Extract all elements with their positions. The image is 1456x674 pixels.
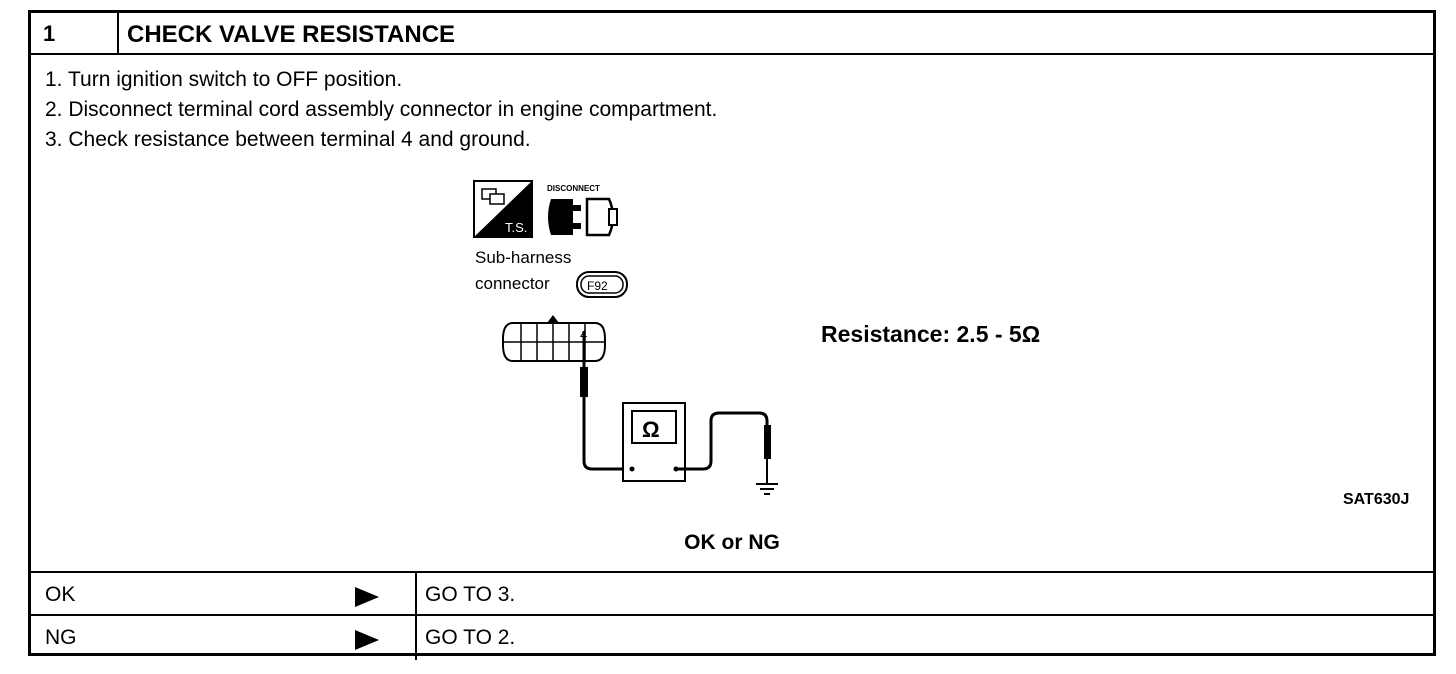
- connector-code: F92: [587, 279, 608, 293]
- connector-caption-line2: connector: [475, 274, 550, 293]
- ts-icon-label: T.S.: [505, 220, 527, 235]
- arrow-right-icon: [355, 630, 379, 650]
- step-title: CHECK VALVE RESISTANCE: [127, 21, 456, 48]
- figure-id: SAT630J: [1343, 491, 1410, 508]
- instruction-item: 1. Turn ignition switch to OFF position.: [45, 68, 403, 91]
- result-label: OK: [45, 583, 76, 606]
- result-action: GO TO 3.: [425, 583, 516, 606]
- step-number: 1: [31, 13, 119, 53]
- probe-tip: [580, 367, 588, 397]
- instruction-item: 3. Check resistance between terminal 4 a…: [45, 128, 531, 151]
- result-label: NG: [45, 626, 77, 649]
- arrow-right-icon: [355, 587, 379, 607]
- instruction-list: 1. Turn ignition switch to OFF position.…: [45, 65, 717, 155]
- connector-body: 4: [502, 315, 606, 362]
- connector-caption-line1: Sub-harness: [475, 248, 571, 267]
- ground-icon: [756, 483, 778, 495]
- divider: [415, 573, 417, 617]
- result-row-ok: OK GO TO 3.: [31, 571, 1433, 617]
- procedure-sheet: 1 CHECK VALVE RESISTANCE 1. Turn ignitio…: [28, 10, 1436, 660]
- ground-probe: [764, 425, 771, 459]
- resistance-check-diagram: T.S. DISCONNECT Sub-harness connector F9…: [473, 180, 778, 495]
- ohmmeter: Ω: [622, 402, 686, 482]
- disconnect-icon-label: DISCONNECT: [547, 184, 600, 193]
- connector-code-badge: F92: [576, 271, 628, 298]
- instruction-item: 2. Disconnect terminal cord assembly con…: [45, 98, 718, 121]
- ts-icon: T.S.: [473, 180, 533, 238]
- divider: [415, 616, 417, 660]
- step-header: 1 CHECK VALVE RESISTANCE: [31, 13, 1433, 55]
- resistance-spec: Resistance: 2.5 - 5Ω: [821, 321, 1041, 347]
- ok-ng-question: OK or NG: [684, 531, 780, 554]
- result-row-ng: NG GO TO 2.: [31, 614, 1433, 660]
- result-action: GO TO 2.: [425, 626, 516, 649]
- ohm-symbol: Ω: [642, 417, 660, 442]
- disconnect-icon: DISCONNECT: [547, 184, 618, 237]
